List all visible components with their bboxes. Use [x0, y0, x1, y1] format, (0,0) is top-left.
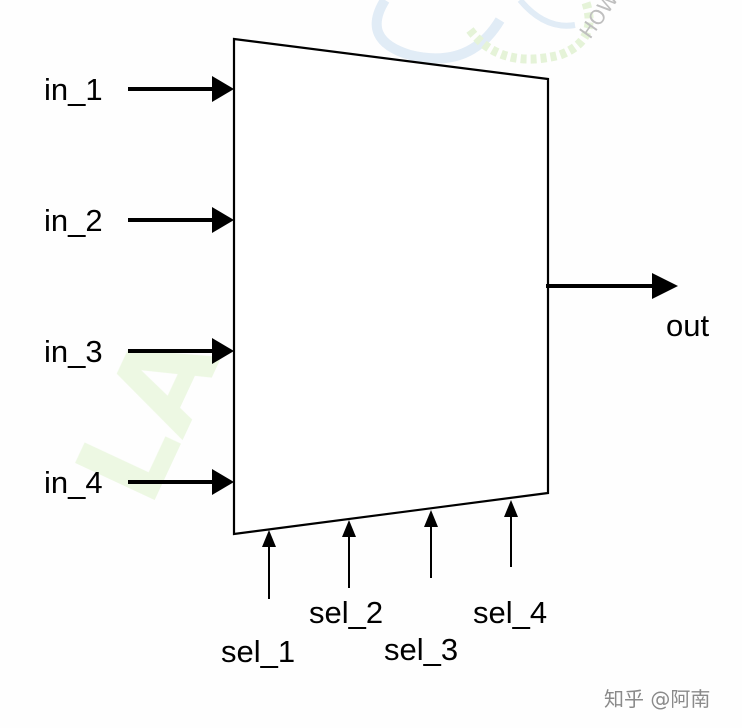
input-arrow-4: [128, 469, 234, 495]
input-label-1: in_1: [44, 72, 103, 107]
output-arrow: [546, 273, 678, 299]
arrow-head-icon: [652, 273, 678, 299]
input-arrow-2: [128, 207, 234, 233]
arrow-head-icon: [424, 510, 438, 527]
arrow-head-icon: [262, 530, 276, 547]
input-label-2: in_2: [44, 203, 103, 238]
arrow-head-icon: [212, 338, 234, 364]
mux-body: [232, 37, 550, 536]
select-arrow-1: [262, 530, 276, 599]
output-label: out: [666, 308, 709, 343]
select-label-2: sel_2: [309, 595, 383, 630]
arrow-head-icon: [504, 500, 518, 517]
select-label-3: sel_3: [384, 632, 458, 667]
select-label-1: sel_1: [221, 634, 295, 669]
input-arrow-1: [128, 76, 234, 102]
logo-ring-icon: [371, 0, 594, 64]
input-label-3: in_3: [44, 334, 103, 369]
zhihu-watermark: 知乎 @阿南: [604, 687, 710, 711]
arrow-head-icon: [212, 76, 234, 102]
select-label-4: sel_4: [473, 595, 547, 630]
select-arrow-4: [504, 500, 518, 567]
input-label-4: in_4: [44, 465, 103, 500]
input-arrow-3: [128, 338, 234, 364]
arrow-head-icon: [342, 520, 356, 537]
select-arrow-3: [424, 510, 438, 578]
arrow-head-icon: [212, 469, 234, 495]
arrow-head-icon: [212, 207, 234, 233]
select-arrow-2: [342, 520, 356, 588]
